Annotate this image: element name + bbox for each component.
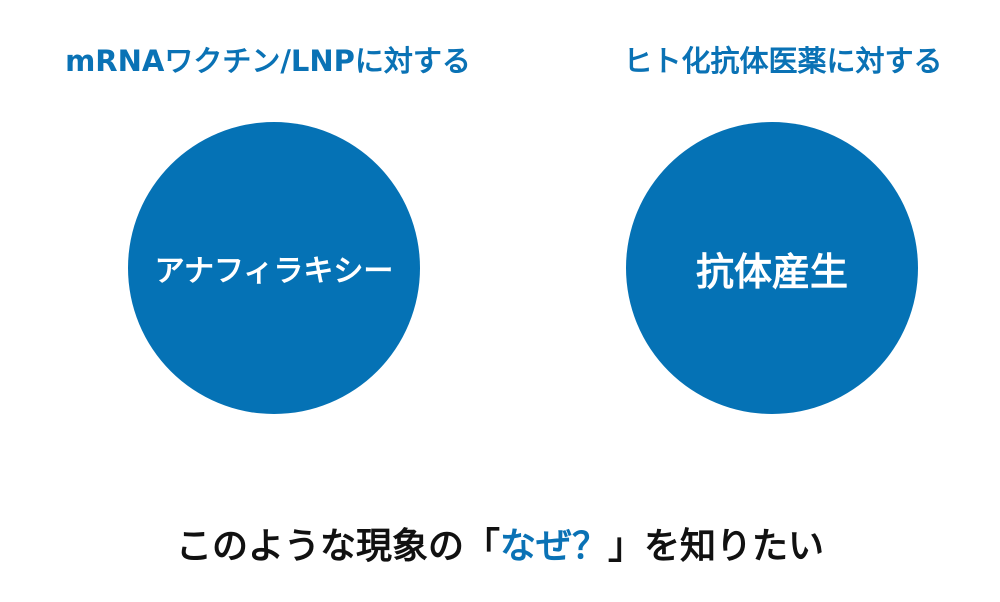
left-heading: mRNAワクチン/LNPに対する bbox=[65, 44, 471, 78]
antibody-production-circle: 抗体産生 bbox=[626, 122, 918, 414]
caption-before: このような現象の「 bbox=[175, 526, 500, 567]
antibody-production-label: 抗体産生 bbox=[695, 249, 848, 294]
right-heading: ヒト化抗体医薬に対する bbox=[623, 44, 943, 78]
caption-after: 」を知りたい bbox=[608, 526, 825, 567]
anaphylaxis-label: アナフィラキシー bbox=[154, 254, 394, 289]
caption: このような現象の「なぜ？」を知りたい bbox=[176, 517, 824, 569]
caption-highlight: なぜ？ bbox=[499, 526, 609, 567]
anaphylaxis-circle: アナフィラキシー bbox=[128, 122, 420, 414]
